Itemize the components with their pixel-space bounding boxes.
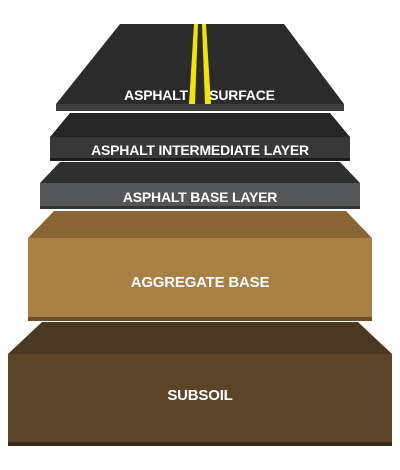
asphalt-intermediate-label: ASPHALT INTERMEDIATE LAYER	[91, 142, 309, 158]
layer-asphalt-base: ASPHALT BASE LAYER	[40, 162, 360, 209]
road-centerline-left	[189, 24, 198, 104]
aggregate-base-label: AGGREGATE BASE	[131, 274, 270, 291]
asphalt-surface-front	[56, 104, 344, 111]
asphalt-intermediate-top	[50, 113, 350, 137]
road-centerline-right	[202, 24, 211, 104]
asphalt-surface-label-right: SURFACE	[209, 87, 275, 103]
asphalt-base-top	[40, 162, 360, 183]
asphalt-base-label: ASPHALT BASE LAYER	[123, 189, 277, 205]
layer-asphalt-intermediate: ASPHALT INTERMEDIATE LAYER	[50, 113, 350, 161]
asphalt-base-front	[40, 183, 360, 209]
subsoil-front	[8, 354, 392, 446]
subsoil-top	[8, 322, 392, 354]
asphalt-surface-top	[56, 24, 344, 104]
layer-subsoil: SUBSOIL	[8, 322, 392, 446]
layer-asphalt-surface: ASPHALT SURFACE	[56, 24, 344, 111]
subsoil-label: SUBSOIL	[167, 387, 232, 404]
aggregate-base-top	[28, 211, 372, 238]
asphalt-intermediate-front	[50, 137, 350, 161]
aggregate-base-front	[28, 238, 372, 321]
layer-aggregate-base: AGGREGATE BASE	[28, 211, 372, 321]
asphalt-surface-label-left: ASPHALT	[124, 87, 188, 103]
